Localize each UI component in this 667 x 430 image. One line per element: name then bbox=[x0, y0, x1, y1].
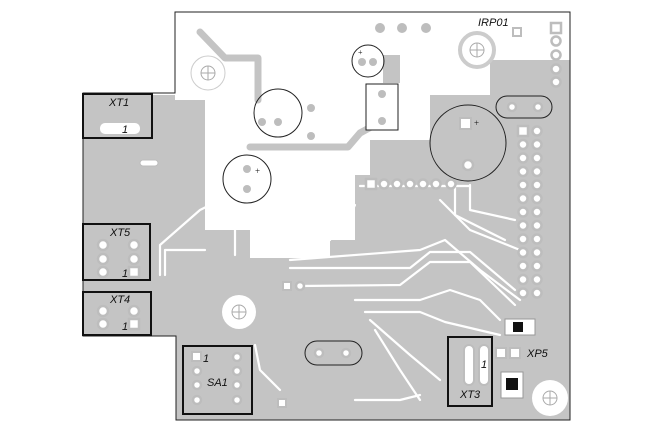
svg-text:+: + bbox=[255, 166, 260, 176]
header-pin bbox=[531, 246, 543, 259]
xt1-label: XT1 bbox=[108, 97, 129, 109]
copper-pour bbox=[83, 28, 570, 420]
header-pin bbox=[531, 125, 543, 137]
jumper-xp5: XP5 bbox=[495, 347, 549, 360]
mounting-hole-middle bbox=[222, 295, 256, 329]
header-pin bbox=[517, 260, 529, 272]
test-pad-round bbox=[294, 280, 306, 292]
connector-xt5: XT5 1 bbox=[82, 223, 151, 281]
irp01-label: IRP01 bbox=[478, 17, 509, 29]
mounting-hole-bottom-right bbox=[532, 380, 568, 416]
header-pin bbox=[531, 287, 543, 299]
header-pin bbox=[531, 260, 543, 272]
sa1-label: SA1 bbox=[207, 377, 228, 389]
svg-text:+: + bbox=[358, 48, 363, 57]
slot-pad bbox=[139, 159, 159, 167]
capacitor-large: + bbox=[429, 104, 507, 182]
via-pad bbox=[277, 398, 287, 408]
switch-sa1: SA1 1 bbox=[182, 345, 253, 415]
capacitor-1 bbox=[253, 88, 315, 140]
xt3-pin1: 1 bbox=[481, 359, 487, 371]
capacitor-2: + bbox=[222, 154, 272, 204]
component-box bbox=[365, 83, 399, 131]
header-pin bbox=[517, 219, 529, 232]
header-pin bbox=[517, 165, 529, 178]
header-pin bbox=[517, 192, 529, 205]
header-pin bbox=[531, 179, 543, 191]
header-pin bbox=[531, 192, 543, 205]
mounting-hole-top-left bbox=[190, 55, 226, 91]
header-pin bbox=[531, 165, 543, 178]
header-pin bbox=[516, 124, 530, 138]
header-pin bbox=[517, 287, 529, 299]
mounting-hole-top-right bbox=[458, 31, 496, 69]
xp5-label: XP5 bbox=[526, 348, 549, 360]
header-pin bbox=[517, 233, 529, 245]
xt4-pin1: 1 bbox=[122, 321, 128, 333]
xt3-label: XT3 bbox=[459, 389, 481, 401]
xt4-label: XT4 bbox=[109, 294, 130, 306]
xt5-label: XT5 bbox=[109, 227, 131, 239]
smd-component-1 bbox=[504, 318, 536, 336]
test-pad-square bbox=[282, 281, 292, 291]
connector-xt3: XT3 1 bbox=[447, 336, 493, 407]
header-pin bbox=[517, 246, 529, 259]
connector-xt1: XT1 1 bbox=[82, 93, 153, 139]
header-pin bbox=[517, 179, 529, 191]
header-pin bbox=[531, 152, 543, 164]
sa1-pin1: 1 bbox=[203, 353, 209, 365]
smd-component-2 bbox=[500, 371, 524, 399]
xt1-pin1: 1 bbox=[122, 124, 128, 136]
xt5-pin1: 1 bbox=[122, 268, 128, 280]
header-pin bbox=[531, 138, 543, 151]
crystal-top bbox=[495, 95, 553, 119]
header-pin bbox=[531, 219, 543, 232]
header-pin bbox=[531, 233, 543, 245]
header-pin bbox=[517, 206, 529, 218]
header-pin bbox=[531, 206, 543, 218]
top-pads bbox=[375, 23, 431, 33]
header-pin bbox=[531, 273, 543, 286]
header-pin bbox=[517, 273, 529, 286]
capacitor-small: + bbox=[351, 44, 385, 78]
crystal-bottom bbox=[304, 340, 363, 366]
header-right-2col bbox=[516, 124, 543, 299]
irp01-pad bbox=[512, 27, 522, 37]
header-right-top bbox=[549, 21, 563, 88]
connector-xt4: XT4 1 bbox=[82, 291, 152, 336]
svg-text:+: + bbox=[474, 118, 479, 128]
header-pin bbox=[517, 138, 529, 151]
pad-row bbox=[364, 177, 457, 191]
header-pin bbox=[517, 152, 529, 164]
